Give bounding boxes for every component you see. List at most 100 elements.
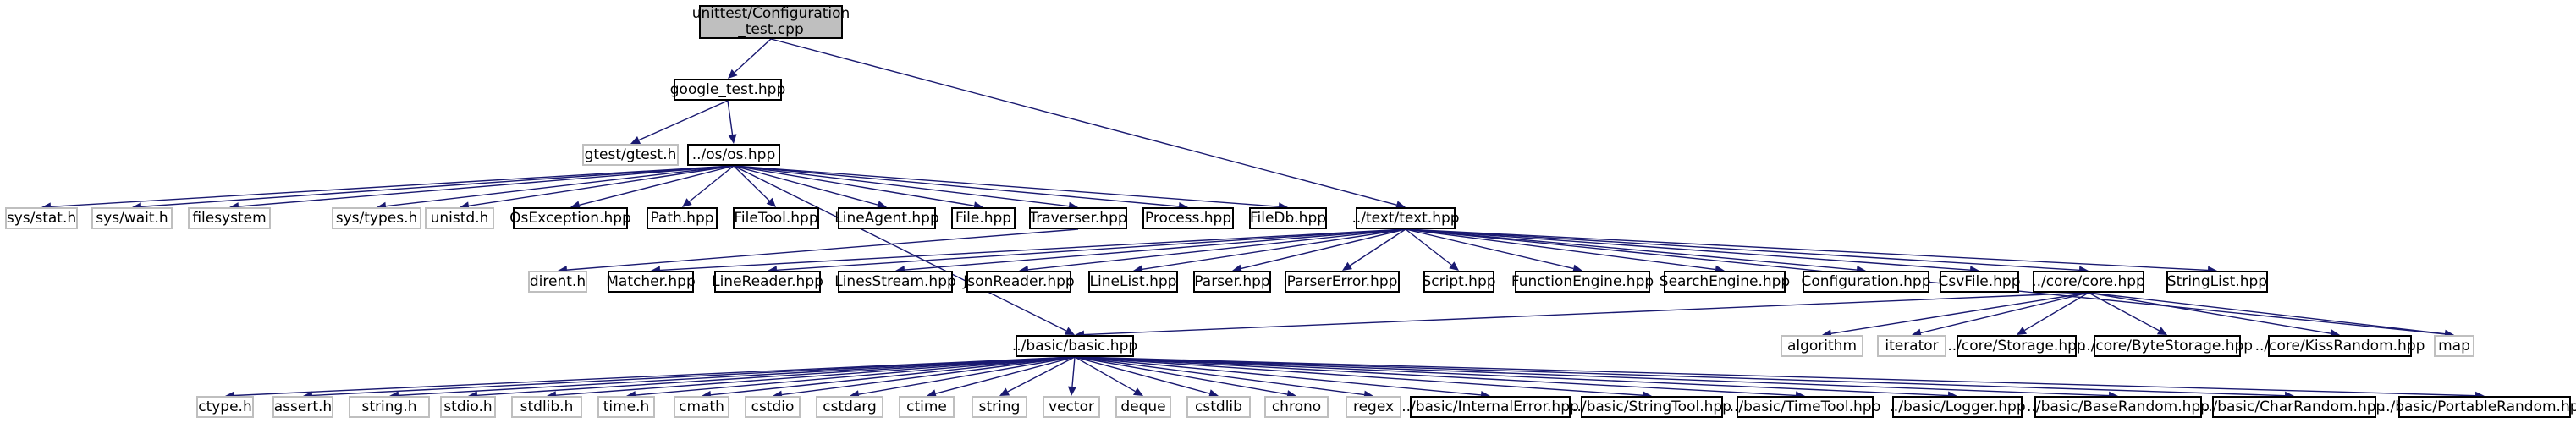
node-vector: vector bbox=[1043, 396, 1100, 418]
node-kissrandom[interactable]: ../core/KissRandom.hpp bbox=[2255, 335, 2425, 357]
node-matcher[interactable]: Matcher.hpp bbox=[606, 271, 696, 293]
node-filetool[interactable]: FileTool.hpp bbox=[733, 207, 819, 229]
edge-text-to-parsererror bbox=[1342, 228, 1406, 271]
root-file-name-line1: unittest/Configuration bbox=[691, 5, 850, 23]
node-filesystem: filesystem bbox=[188, 207, 271, 229]
node-stdio-h: stdio.h bbox=[440, 396, 496, 418]
node-osexception[interactable]: OsException.hpp bbox=[509, 207, 631, 229]
node-os[interactable]: ../os/os.hpp bbox=[687, 144, 780, 166]
edge-text-to-csvfile bbox=[1405, 228, 1979, 275]
edge-os-to-sys_types bbox=[377, 165, 735, 211]
node-charrandom[interactable]: ../basic/CharRandom.hpp bbox=[2204, 396, 2385, 418]
edge-basic-to-vector bbox=[1067, 356, 1076, 396]
edge-basic-to-ctime bbox=[927, 356, 1076, 398]
node-internalerror[interactable]: ../basic/InternalError.hpp bbox=[1401, 396, 1579, 418]
node-configuration[interactable]: Configuration.hpp bbox=[1801, 271, 1931, 293]
edge-text-to-stringlist bbox=[1405, 228, 2217, 275]
edge-core-to-algorithm bbox=[1822, 292, 2089, 338]
edge-os-to-path bbox=[682, 165, 735, 207]
edge-os-to-filetool bbox=[733, 165, 776, 207]
node-google-test[interactable]: google_test.hpp bbox=[670, 79, 785, 101]
edge-core-to-kissrandom bbox=[2088, 292, 2340, 338]
node-linelist[interactable]: LineList.hpp bbox=[1088, 271, 1178, 293]
node-ctype: ctype.h bbox=[196, 396, 254, 418]
node-lineagent[interactable]: LineAgent.hpp bbox=[834, 207, 939, 229]
node-jsonreader[interactable]: JsonReader.hpp bbox=[963, 271, 1075, 293]
node-map: map bbox=[2434, 335, 2474, 357]
edge-os-to-basic bbox=[733, 165, 1075, 335]
edge-basic-to-cstdio bbox=[773, 356, 1076, 399]
node-iterator: iterator bbox=[1877, 335, 1946, 357]
node-searchengine[interactable]: SearchEngine.hpp bbox=[1660, 271, 1790, 293]
node-sys-stat: sys/stat.h bbox=[5, 207, 78, 229]
edge-core-to-iterator bbox=[1912, 292, 2089, 338]
node-algorithm: algorithm bbox=[1781, 335, 1863, 357]
edge-text-to-core bbox=[1405, 228, 2089, 275]
node-portablerandom[interactable]: ../basic/PortableRandom.hpp bbox=[2381, 396, 2576, 418]
node-ctime: ctime bbox=[899, 396, 955, 418]
edge-basic-to-cstdlib bbox=[1074, 356, 1219, 398]
node-cmath: cmath bbox=[674, 396, 729, 418]
edge-text-to-script bbox=[1405, 228, 1459, 271]
node-cstdarg: cstdarg bbox=[816, 396, 883, 418]
node-assert: assert.h bbox=[272, 396, 333, 418]
node-string-h: string.h bbox=[349, 396, 430, 418]
node-basic[interactable]: ../basic/basic.hpp bbox=[1012, 335, 1137, 357]
node-parsererror[interactable]: ParserError.hpp bbox=[1285, 271, 1400, 293]
root-file-name-line2: _test.cpp bbox=[738, 21, 804, 38]
node-string: string bbox=[972, 396, 1027, 418]
edge-os-to-osexception bbox=[570, 165, 735, 210]
root-file-node[interactable]: unittest/Configuration _test.cpp bbox=[692, 5, 850, 39]
node-cstdlib: cstdlib bbox=[1186, 396, 1251, 418]
node-sys-wait: sys/wait.h bbox=[91, 207, 173, 229]
node-core[interactable]: ../core/core.hpp bbox=[2032, 271, 2145, 293]
edge-core-to-bytestorage bbox=[2088, 292, 2167, 335]
edge-os-to-lineagent bbox=[733, 165, 887, 209]
edge-text-to-linelist bbox=[1133, 228, 1406, 274]
node-stdlib-h: stdlib.h bbox=[511, 396, 582, 418]
node-sys-types: sys/types.h bbox=[332, 207, 421, 229]
node-csvfile[interactable]: CsvFile.hpp bbox=[1939, 271, 2021, 293]
node-script[interactable]: Script.hpp bbox=[1422, 271, 1496, 293]
node-gtest: gtest/gtest.h bbox=[582, 144, 679, 166]
edge-core-to-map bbox=[2088, 292, 2454, 338]
node-chrono: chrono bbox=[1264, 396, 1329, 418]
node-dirent: dirent.h bbox=[528, 271, 587, 293]
edge-text-to-linesstream bbox=[895, 228, 1406, 275]
node-text[interactable]: ../text/text.hpp bbox=[1351, 207, 1460, 229]
node-file[interactable]: File.hpp bbox=[951, 207, 1016, 229]
edge-core-to-basic bbox=[1075, 292, 2089, 339]
node-traverser[interactable]: Traverser.hpp bbox=[1029, 207, 1127, 229]
node-linereader[interactable]: LineReader.hpp bbox=[712, 271, 823, 293]
edge-google_test-to-os bbox=[727, 100, 737, 144]
node-stringtool[interactable]: ../basic/StringTool.hpp bbox=[1572, 396, 1731, 418]
node-filedb[interactable]: FileDb.hpp bbox=[1249, 207, 1327, 229]
node-storage[interactable]: ../core/Storage.hpp bbox=[1947, 335, 2086, 357]
edge-basic-to-baserandom bbox=[1074, 356, 2118, 400]
node-process[interactable]: Process.hpp bbox=[1142, 207, 1234, 229]
edge-google_test-to-gtest bbox=[630, 100, 729, 145]
node-bytestorage[interactable]: ../core/ByteStorage.hpp bbox=[2082, 335, 2253, 357]
node-linesstream[interactable]: LinesStream.hpp bbox=[834, 271, 956, 293]
edge-text-to-functionengine bbox=[1405, 228, 1582, 273]
node-parser[interactable]: Parser.hpp bbox=[1193, 271, 1271, 293]
node-logger[interactable]: ../basic/Logger.hpp bbox=[1889, 396, 2026, 418]
edge-text-to-parser bbox=[1232, 228, 1406, 273]
edge-basic-to-deque bbox=[1074, 356, 1143, 396]
node-regex: regex bbox=[1346, 396, 1401, 418]
edge-root-to-google_test bbox=[728, 38, 772, 79]
node-deque: deque bbox=[1115, 396, 1171, 418]
node-stringlist[interactable]: StringList.hpp bbox=[2166, 271, 2268, 293]
node-timetool[interactable]: ../basic/TimeTool.hpp bbox=[1730, 396, 1880, 418]
edge-os-to-unistd bbox=[460, 165, 735, 211]
edge-root-to-text bbox=[770, 38, 1406, 210]
node-time-h: time.h bbox=[597, 396, 655, 418]
edge-basic-to-cmath bbox=[702, 356, 1076, 399]
edge-basic-to-string bbox=[999, 356, 1076, 396]
node-cstdio: cstdio bbox=[745, 396, 801, 418]
node-unistd: unistd.h bbox=[425, 207, 494, 229]
node-baserandom[interactable]: ../basic/BaseRandom.hpp bbox=[2027, 396, 2210, 418]
node-functionengine[interactable]: FunctionEngine.hpp bbox=[1511, 271, 1654, 293]
node-path[interactable]: Path.hpp bbox=[647, 207, 718, 229]
